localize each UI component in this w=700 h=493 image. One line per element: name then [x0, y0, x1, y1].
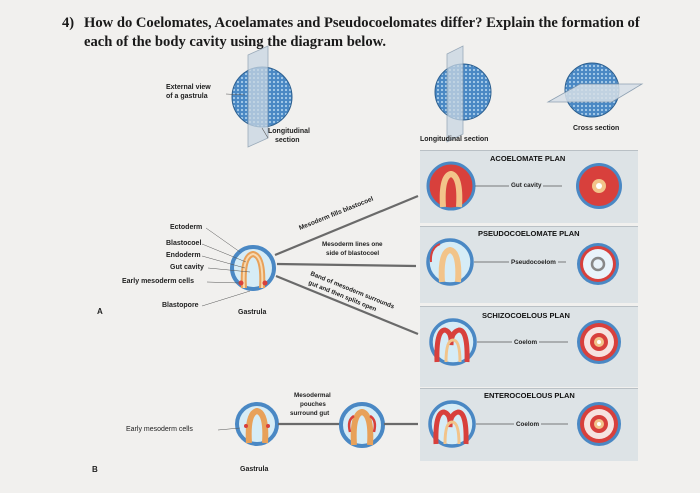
endoderm-label: Endoderm — [166, 252, 201, 259]
gastrula-a-label: Gastrula — [238, 309, 267, 316]
section-a-label: A — [97, 307, 103, 316]
gastrula-b-diagram — [235, 402, 279, 446]
external-gastrula-sphere — [231, 45, 293, 148]
acoelomate-longitudinal — [426, 161, 476, 211]
question-text: 4) How do Coelomates, Acoelamates and Pse… — [62, 14, 682, 52]
enterocoelous-cross-section — [577, 402, 621, 446]
blastopore-label: Blastopore — [162, 302, 199, 309]
gastrula-b-label: Gastrula — [240, 466, 269, 473]
enterocoelous-longitudinal — [428, 400, 476, 448]
enterocoelous-plan-title: ENTEROCOELOUS PLAN — [484, 391, 575, 400]
gut-cavity-right-label: Gut cavity — [509, 182, 544, 189]
early-mesoderm-cells-b-label: Early mesoderm cells — [126, 426, 193, 433]
pseudocoelomate-plan-title: PSEUDOCOELOMATE PLAN — [478, 229, 580, 238]
pseudocoelomate-longitudinal — [426, 238, 474, 286]
of-gastrula-label: of a gastrula — [166, 93, 208, 100]
longitudinal-sphere — [434, 45, 492, 143]
question-line-2: each of the body cavity using the diagra… — [84, 34, 387, 50]
coelom-label-1: Coelom — [512, 339, 540, 346]
question-number: 4) — [62, 15, 75, 31]
mesoderm-lines-label-1: Mesoderm lines one — [322, 241, 383, 248]
acoelomate-cross-section — [576, 163, 622, 209]
ectoderm-label: Ectoderm — [170, 224, 203, 231]
longitudinal-section-label-b: section — [275, 137, 300, 144]
longitudinal-section-label-a: Longitudinal — [268, 128, 310, 135]
longitudinal-section-label: Longitudinal section — [420, 136, 489, 143]
mesodermal-pouches-diagram — [339, 402, 385, 448]
mesoderm-lines-label-2: side of blastocoel — [326, 250, 380, 257]
cross-section-sphere — [546, 62, 644, 118]
mesoderm-fills-label: Mesoderm fills blastocoel — [298, 196, 374, 232]
question-line-1: How do Coelomates, Acoelamates and Pseud… — [84, 15, 640, 31]
schizocoelous-longitudinal — [429, 318, 477, 366]
schizocoelous-plan-title: SCHIZOCOELOUS PLAN — [482, 311, 570, 320]
pseudocoelomate-cross-section — [577, 243, 619, 285]
mesodermal-label-2: pouches — [300, 401, 326, 408]
coelom-label-2: Coelom — [514, 421, 542, 428]
gastrula-a-diagram — [230, 245, 276, 291]
schizocoelous-cross-section — [577, 320, 621, 364]
early-mesoderm-cells-label: Early mesoderm cells — [122, 278, 194, 285]
external-view-label: External view — [166, 84, 211, 91]
acoelomate-plan-title: ACOELOMATE PLAN — [490, 154, 566, 163]
gut-cavity-label: Gut cavity — [170, 264, 204, 271]
section-b-label: B — [92, 465, 98, 474]
blastocoel-label: Blastocoel — [166, 240, 202, 247]
pseudocoelom-label: Pseudocoelom — [509, 259, 558, 266]
mesodermal-label-3: surround gut — [290, 410, 330, 417]
mesodermal-label-1: Mesodermal — [294, 392, 331, 399]
cross-section-label: Cross section — [573, 125, 620, 132]
